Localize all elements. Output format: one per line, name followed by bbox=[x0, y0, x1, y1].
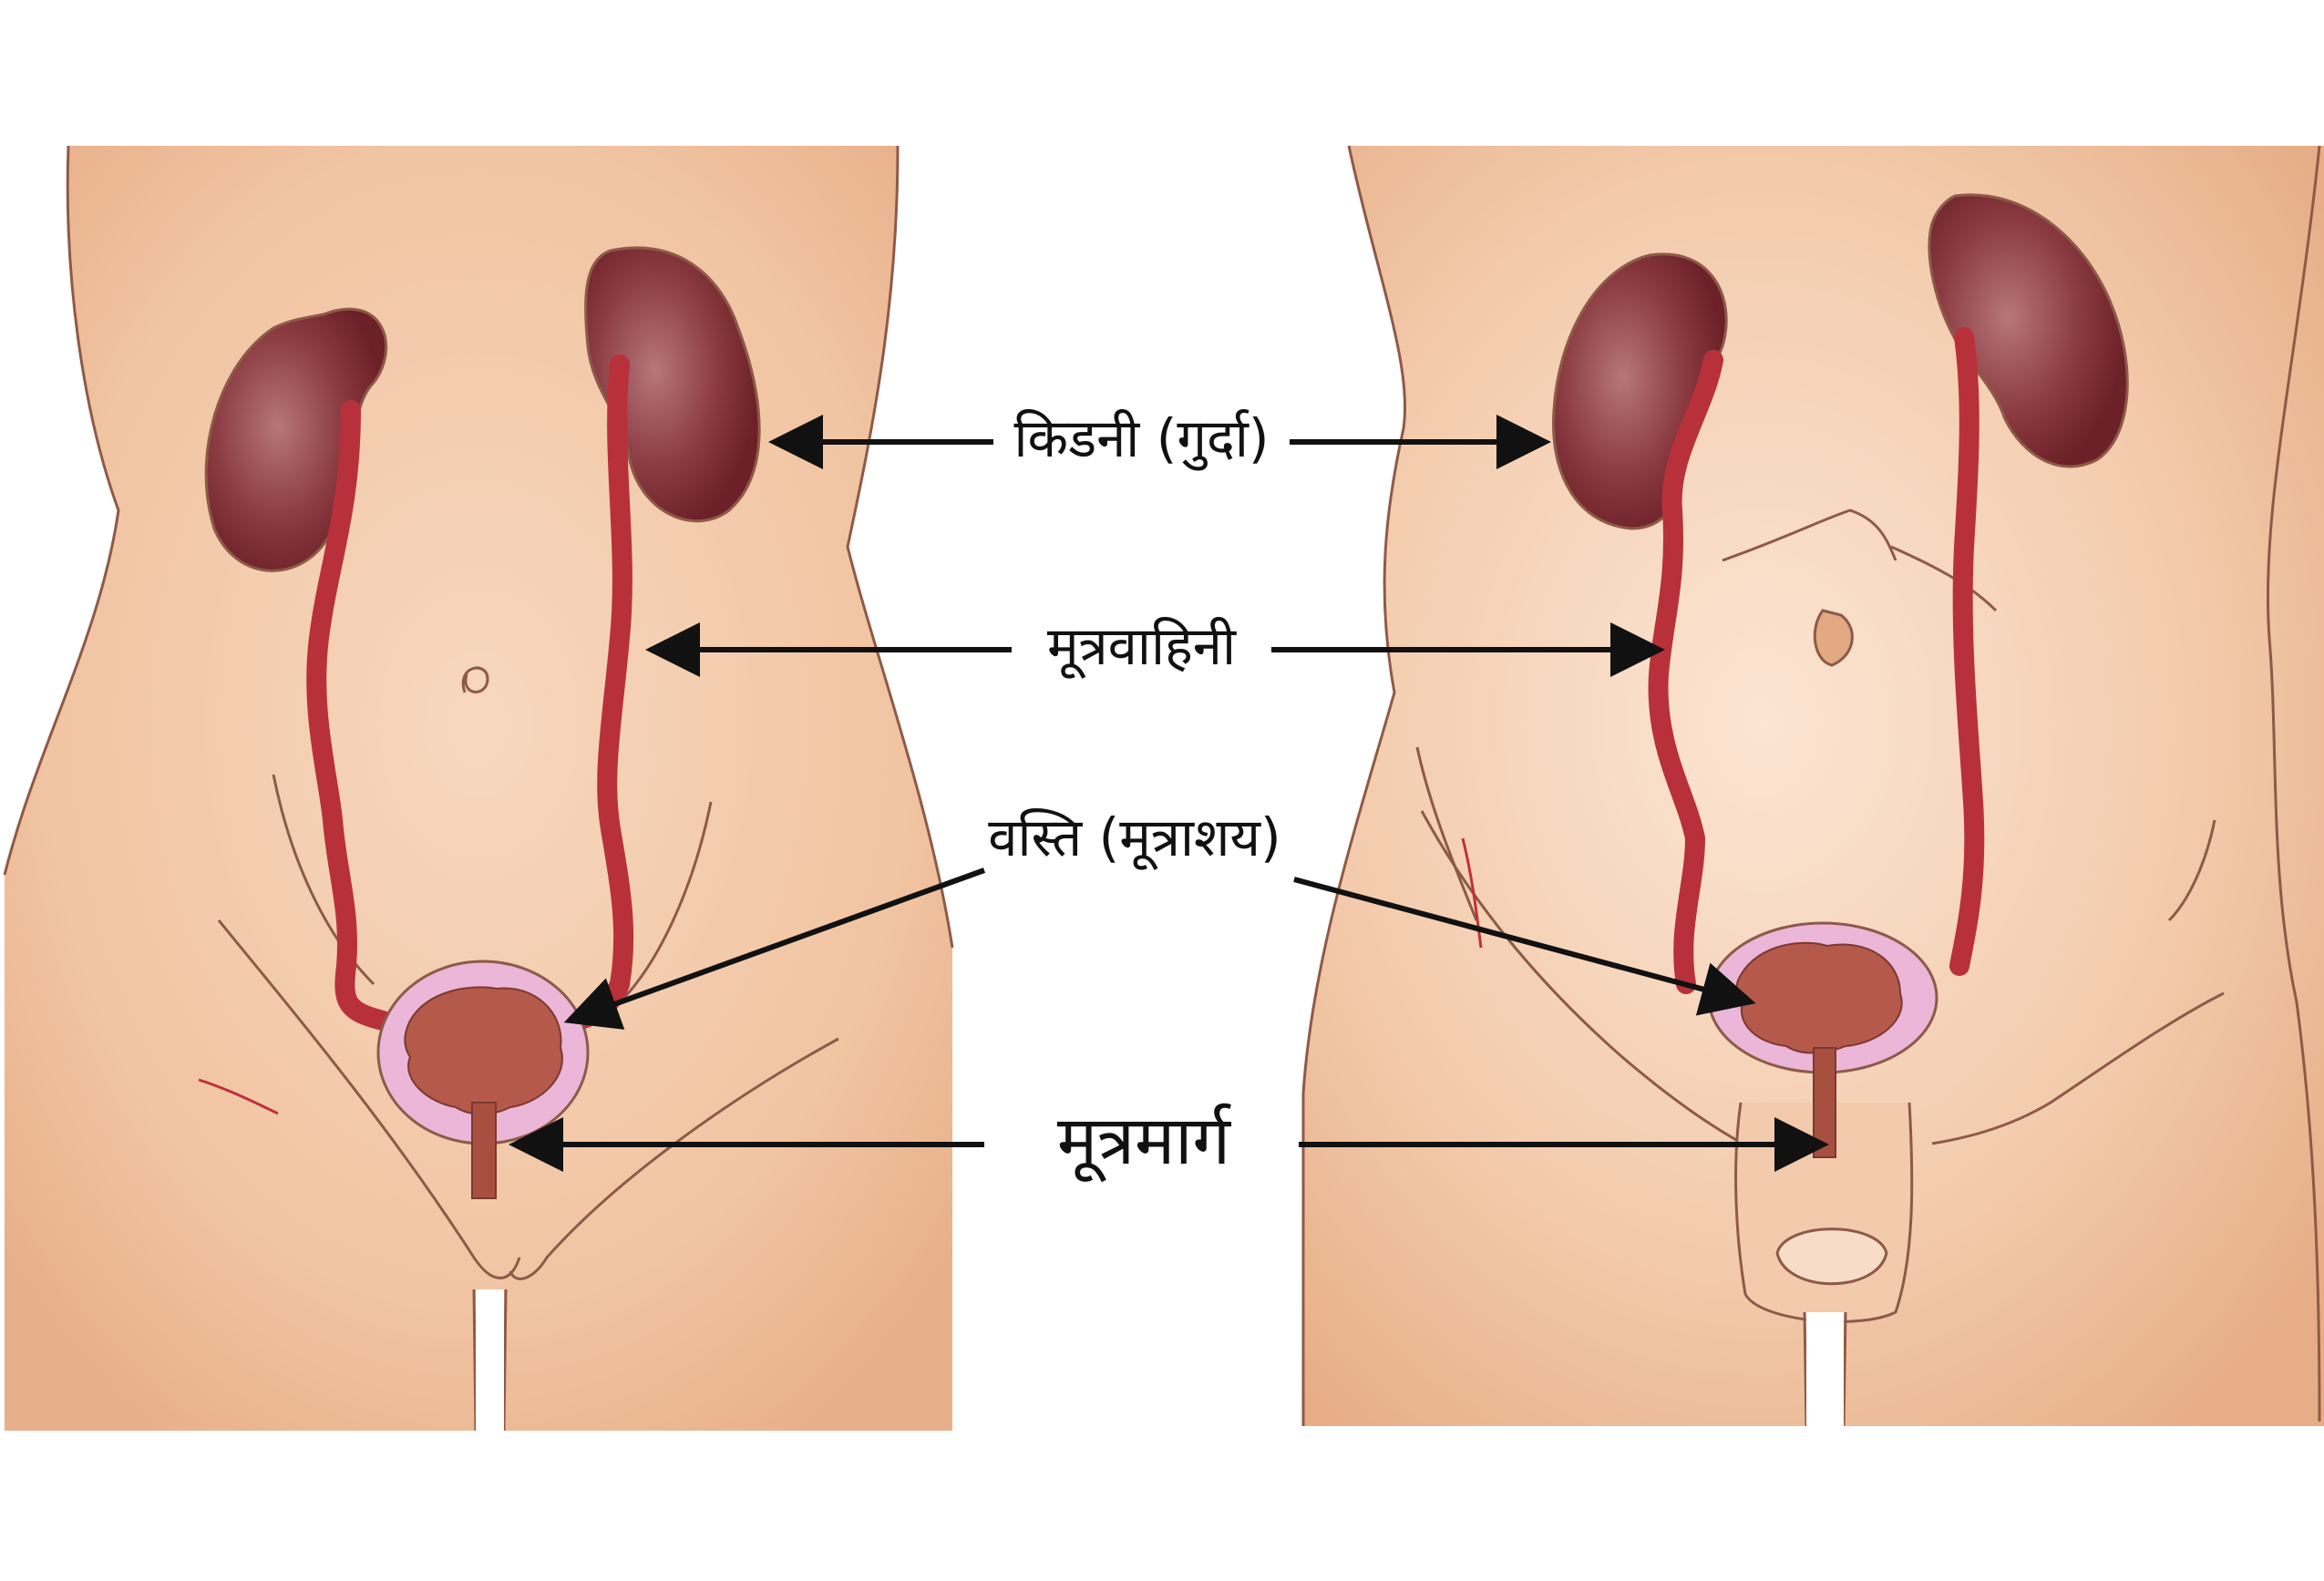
female-leg-gap-fill bbox=[476, 1289, 504, 1431]
kidney-label: किडनी (गुर्दा) bbox=[1013, 407, 1270, 469]
male-urethra bbox=[1813, 1047, 1836, 1158]
male-vein-mark bbox=[1461, 837, 1483, 949]
male-right-ureter bbox=[1949, 327, 1985, 976]
urethra-label: मूत्रमार्ग bbox=[1056, 1102, 1231, 1180]
female-groin-line-left bbox=[217, 919, 521, 1279]
female-bladder-lumen bbox=[404, 986, 563, 1115]
female-urethra bbox=[471, 1102, 497, 1199]
bladder-arrow-right bbox=[1293, 877, 1756, 1016]
female-groin-line-right bbox=[509, 1037, 839, 1280]
male-groin-line-right bbox=[1931, 991, 2225, 1145]
female-torso-skin bbox=[5, 146, 952, 1431]
bladder-arrow-left bbox=[563, 867, 986, 1030]
female-right-kidney bbox=[584, 246, 761, 523]
female-leg-gap bbox=[472, 1288, 508, 1432]
male-bladder-lumen bbox=[1735, 941, 1903, 1054]
male-rib-line-2 bbox=[1890, 545, 1998, 612]
ureter-label: मूत्रवाहिनी bbox=[1046, 615, 1236, 677]
male-leg-gap bbox=[1803, 1311, 1847, 1427]
male-genital-tip bbox=[1775, 1227, 1888, 1286]
female-left-ureter bbox=[306, 400, 393, 1031]
female-left-kidney bbox=[204, 307, 388, 572]
female-hip-line bbox=[272, 774, 375, 986]
male-hip-line bbox=[1415, 746, 1478, 921]
male-hip-line-2 bbox=[2167, 819, 2216, 922]
male-leg-gap-fill bbox=[1806, 1312, 1844, 1426]
male-right-contour bbox=[2266, 145, 2321, 1422]
female-navel bbox=[461, 666, 489, 693]
bladder-label: वस्ति (मूत्राशय) bbox=[988, 806, 1281, 868]
label-arrows bbox=[509, 415, 1829, 1172]
female-right-contour bbox=[846, 145, 954, 949]
female-vein-mark bbox=[198, 1078, 279, 1115]
male-groin-line-left bbox=[1420, 810, 1769, 1159]
female-torso bbox=[3, 145, 954, 1432]
male-right-kidney bbox=[1928, 193, 2129, 468]
male-navel bbox=[1813, 609, 1854, 667]
male-rib-line bbox=[1722, 508, 1897, 562]
female-left-contour bbox=[3, 145, 120, 876]
female-hip-line-2 bbox=[618, 801, 713, 1004]
male-left-contour bbox=[1301, 145, 1407, 1426]
male-torso bbox=[1301, 145, 2324, 1427]
